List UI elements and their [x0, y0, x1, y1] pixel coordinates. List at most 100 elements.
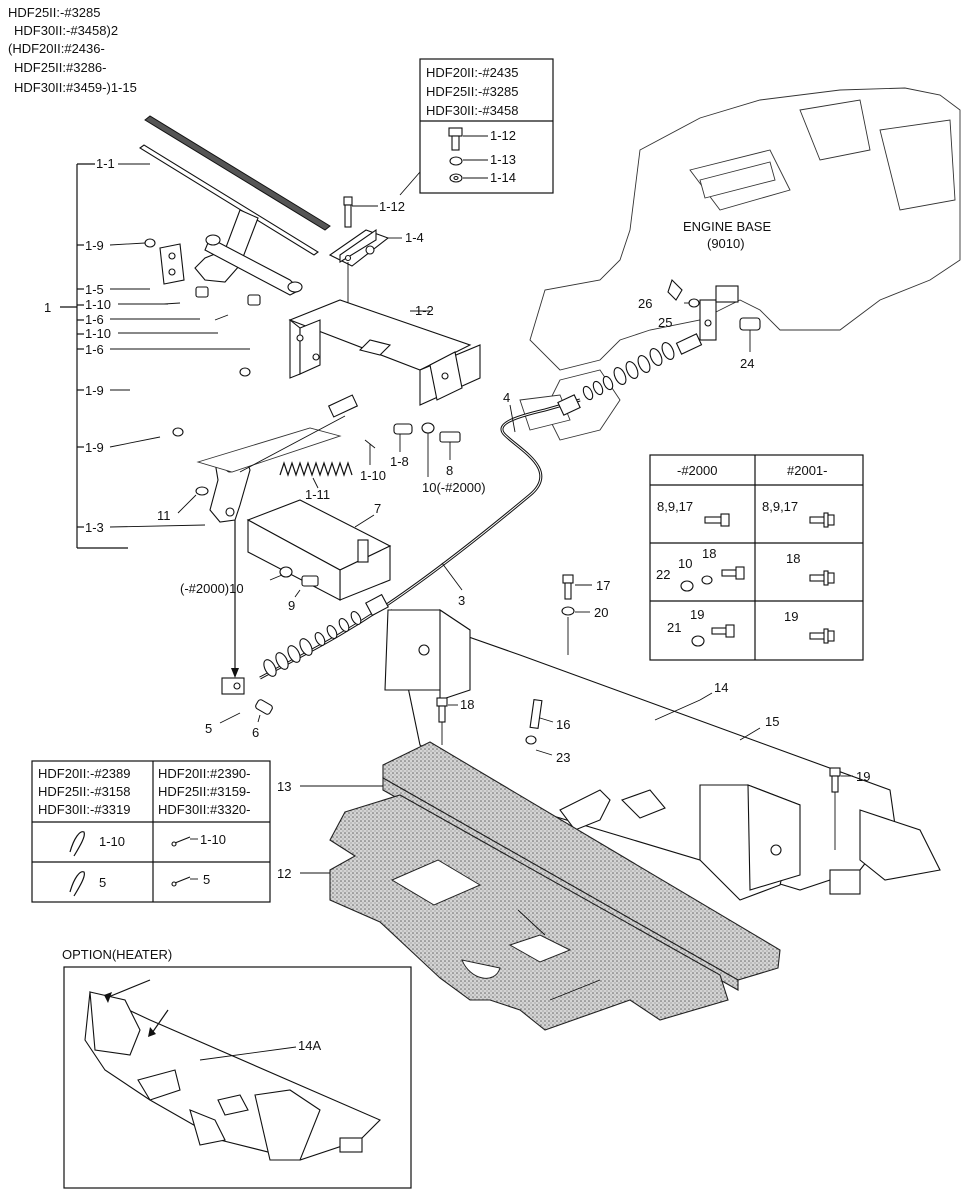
callout-label: 26 — [638, 296, 652, 311]
pin-table-header: HDF30II:#3320- — [158, 802, 251, 817]
engine-base-outline: ENGINE BASE (9010) — [519, 87, 961, 441]
callout-label: 15 — [765, 714, 779, 729]
serial-box-header: HDF30II:-#3458 — [426, 103, 519, 118]
flat-washer-icon — [449, 173, 463, 183]
callout-label: 6 — [252, 725, 259, 740]
option-heater-inset: OPTION(HEATER) 14A — [62, 947, 412, 1189]
pedal-rod-1-15 — [144, 115, 331, 231]
header-line: HDF30II:#3459-)1-15 — [14, 80, 137, 95]
clevis-upper: 25 26 24 — [638, 278, 761, 371]
pin-table-cell: 1-10 — [200, 832, 226, 847]
bolt-icon — [704, 513, 730, 527]
spring-1-11: 1-11 — [279, 461, 353, 502]
engine-base-title: ENGINE BASE — [683, 219, 771, 234]
tree-item: 1-3 — [85, 520, 104, 535]
callout-label: 25 — [658, 315, 672, 330]
table-cell-label: 8,9,17 — [657, 499, 693, 514]
lower-lever-1-3: 11 — [157, 415, 346, 523]
callout-label: 9 — [288, 598, 295, 613]
table-col-header: #2001- — [787, 463, 827, 478]
tree-item: 1-10 — [85, 297, 111, 312]
table-cell-label: 22 — [656, 567, 670, 582]
bolt-18: 18 — [436, 697, 474, 745]
callout-label: 14 — [714, 680, 728, 695]
callout-label: 12 — [277, 866, 291, 881]
table-cell-label: 19 — [784, 609, 798, 624]
pin-table-header: HDF30II:-#3319 — [38, 802, 131, 817]
flange-bolt-icon — [809, 512, 835, 528]
pin-table-header: HDF25II:#3159- — [158, 784, 251, 799]
header-line: HDF25II:#3286- — [14, 60, 107, 75]
header-serial-text: HDF25II:-#3285 HDF30II:-#3458)2 (HDF20II… — [8, 5, 137, 95]
cotter-pin-icon — [171, 876, 191, 887]
option-part-label: 14A — [298, 1038, 321, 1053]
floor-plate: 14 15 — [384, 608, 941, 901]
pin-table-header: HDF25II:-#3158 — [38, 784, 131, 799]
washer-icon — [680, 580, 694, 592]
part-label: 1-14 — [490, 170, 516, 185]
bolt-17-20: 17 20 — [561, 574, 610, 655]
pin-table-header: HDF20II:-#2389 — [38, 766, 131, 781]
callout-label: 24 — [740, 356, 754, 371]
callout-label: 18 — [460, 697, 474, 712]
table-cell-label: 21 — [667, 620, 681, 635]
serial-box-top: HDF20II:-#2435 HDF25II:-#3285 HDF30II:-#… — [399, 58, 554, 196]
tree-item: 1-9 — [85, 440, 104, 455]
callout-label: 11 — [157, 508, 171, 523]
header-line: HDF25II:-#3285 — [8, 5, 101, 20]
pin-table-cell: 5 — [203, 872, 210, 887]
header-line: HDF30II:-#3458)2 — [14, 23, 118, 38]
pin-table-cell: 5 — [99, 875, 106, 890]
flange-bolt-icon — [809, 628, 835, 644]
callout-label: (-#2000)10 — [180, 581, 244, 596]
table-cell-label: 19 — [690, 607, 704, 622]
washer-icon — [691, 635, 705, 647]
tree-item: 1-9 — [85, 383, 104, 398]
bracket-1-4: 1-12 1-4 — [328, 196, 424, 342]
tree-root-label: 1 — [44, 300, 51, 315]
callout-label: 1-10 — [360, 468, 386, 483]
clevis-lower: 5 6 — [205, 677, 273, 740]
callout-label: 7 — [374, 501, 381, 516]
callout-label: 16 — [556, 717, 570, 732]
callout-label: 23 — [556, 750, 570, 765]
bolt-icon — [711, 624, 735, 638]
pin-and-clip: 1-10 1-8 10(-#2000) 8 — [172, 367, 486, 495]
serial-box-header: HDF25II:-#3285 — [426, 84, 519, 99]
pin-table-header: HDF20II:#2390- — [158, 766, 251, 781]
callout-label: 1-4 — [405, 230, 424, 245]
callout-label: 1-8 — [390, 454, 409, 469]
tree-item: 1-5 — [85, 282, 104, 297]
tree-item: 1-6 — [85, 342, 104, 357]
callout-label: 5 — [205, 721, 212, 736]
table-cell-label: 18 — [786, 551, 800, 566]
option-title: OPTION(HEATER) — [62, 947, 172, 962]
snap-pin-icon — [69, 871, 85, 897]
callout-label: 1-2 — [415, 303, 434, 318]
serial-box-header: HDF20II:-#2435 — [426, 65, 519, 80]
header-line: (HDF20II:#2436- — [8, 41, 105, 56]
table-col-header: -#2000 — [677, 463, 717, 478]
tree-item: 1-9 — [85, 238, 104, 253]
callout-label: 1-11 — [305, 487, 330, 502]
callout-label: 3 — [458, 593, 465, 608]
callout-label: 8 — [446, 463, 453, 478]
bracket-1-2: 1-2 — [288, 299, 481, 406]
callout-label: 19 — [856, 769, 870, 784]
bolt-icon — [448, 127, 463, 151]
table-cell-label: 8,9,17 — [762, 499, 798, 514]
lock-washer-icon — [449, 156, 463, 166]
callout-label: 1-12 — [379, 199, 405, 214]
bolt-icon — [721, 566, 745, 580]
lever-plate — [159, 243, 185, 285]
tree-item: 1-1 — [96, 156, 115, 171]
floor-mat-12 — [329, 794, 729, 1031]
assembly-tree: 1 1-1 1-9 1-5 1-10 1-6 1-10 1-6 1-9 1-9 … — [44, 156, 250, 549]
flange-bolt-icon — [809, 570, 835, 586]
callout-label: 4 — [503, 390, 510, 405]
part-label: 1-13 — [490, 152, 516, 167]
bracket-7: 7 (-#2000)10 9 — [180, 499, 392, 613]
cable-bellows-lower — [263, 593, 389, 677]
